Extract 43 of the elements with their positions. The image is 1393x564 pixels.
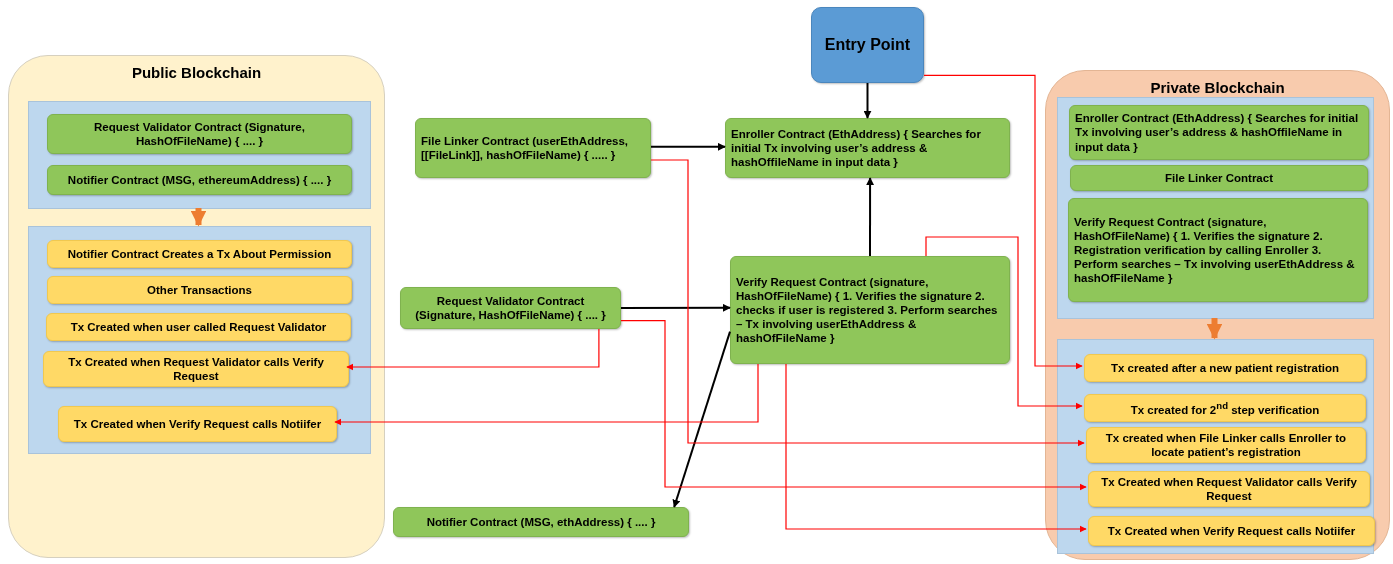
arrow — [620, 303, 731, 312]
transaction-box: Other Transactions — [47, 276, 352, 304]
section-panel — [28, 226, 371, 454]
contract-box: File Linker Contract (userEthAddress, [[FileLink]], hashOfFileName) { ..... } — [415, 118, 651, 178]
arrow — [866, 177, 875, 257]
arrow — [925, 236, 1083, 410]
arrow — [334, 363, 759, 426]
entry-point-box: Entry Point — [811, 7, 924, 83]
arrow — [672, 330, 731, 508]
contract-box: Notifier Contract (MSG, ethereumAddress) { .... } — [47, 165, 352, 195]
blockchain-region — [8, 55, 385, 558]
contract-box: Request Validator Contract (Signature, HashOfFileName) { .... } — [400, 287, 621, 329]
contract-box: Enroller Contract (EthAddress) { Searches for initial Tx involving user’s address & hashOffileName in input data } — [725, 118, 1010, 178]
transaction-box: Tx created when File Linker calls Enroller to locate patient’s registration — [1086, 427, 1366, 463]
transaction-box: Notifier Contract Creates a Tx About Permission — [47, 240, 352, 268]
arrow — [650, 159, 1085, 447]
transaction-box: Tx created for 2$^{nd}$ step verification — [1084, 394, 1366, 422]
transaction-box: Tx Created when Request Validator calls Verify Request — [1088, 471, 1370, 507]
transaction-box: Tx created after a new patient registration — [1084, 354, 1366, 382]
arrow — [1206, 318, 1223, 340]
contract-box: Notifier Contract (MSG, ethAddress) { .... } — [393, 507, 689, 537]
arrow — [785, 363, 1087, 533]
section-panel — [1057, 97, 1374, 319]
contract-box: Request Validator Contract (Signature, HashOfFileName) { .... } — [47, 114, 352, 154]
arrow — [650, 142, 726, 151]
arrow — [923, 74, 1083, 370]
contract-box: Verify Request Contract (signature, HashOfFileName) { 1. Verifies the signature 2. checks if user is registered 3. Perform searches – Tx involving userEthAddress & hashOfFileName } — [730, 256, 1010, 364]
region-title: Public Blockchain — [130, 64, 263, 83]
contract-box: Enroller Contract (EthAddress) { Searches for initial Tx involving user’s address & hashOffileName in input data } — [1069, 105, 1369, 160]
blockchain-region — [1045, 70, 1390, 560]
transaction-box: Tx Created when Request Validator calls Verify Request — [43, 351, 349, 387]
region-title: Private Blockchain — [1149, 79, 1286, 98]
arrow — [620, 320, 1087, 491]
section-panel — [28, 101, 371, 209]
arrow — [190, 208, 207, 227]
arrow — [346, 328, 600, 371]
contract-box: Verify Request Contract (signature, HashOfFileName) { 1. Verifies the signature 2. Registration verification by calling Enroller 3. Perform searches – Tx involving userEthAddress & hashOfFileName } — [1068, 198, 1368, 302]
transaction-box: Tx Created when user called Request Validator — [46, 313, 351, 341]
transaction-box: Tx Created when Verify Request calls Notiifer — [1088, 516, 1375, 546]
section-panel — [1057, 339, 1374, 554]
contract-box: File Linker Contract — [1070, 165, 1368, 191]
transaction-box: Tx Created when Verify Request calls Notiifer — [58, 406, 337, 442]
arrow — [863, 82, 872, 119]
